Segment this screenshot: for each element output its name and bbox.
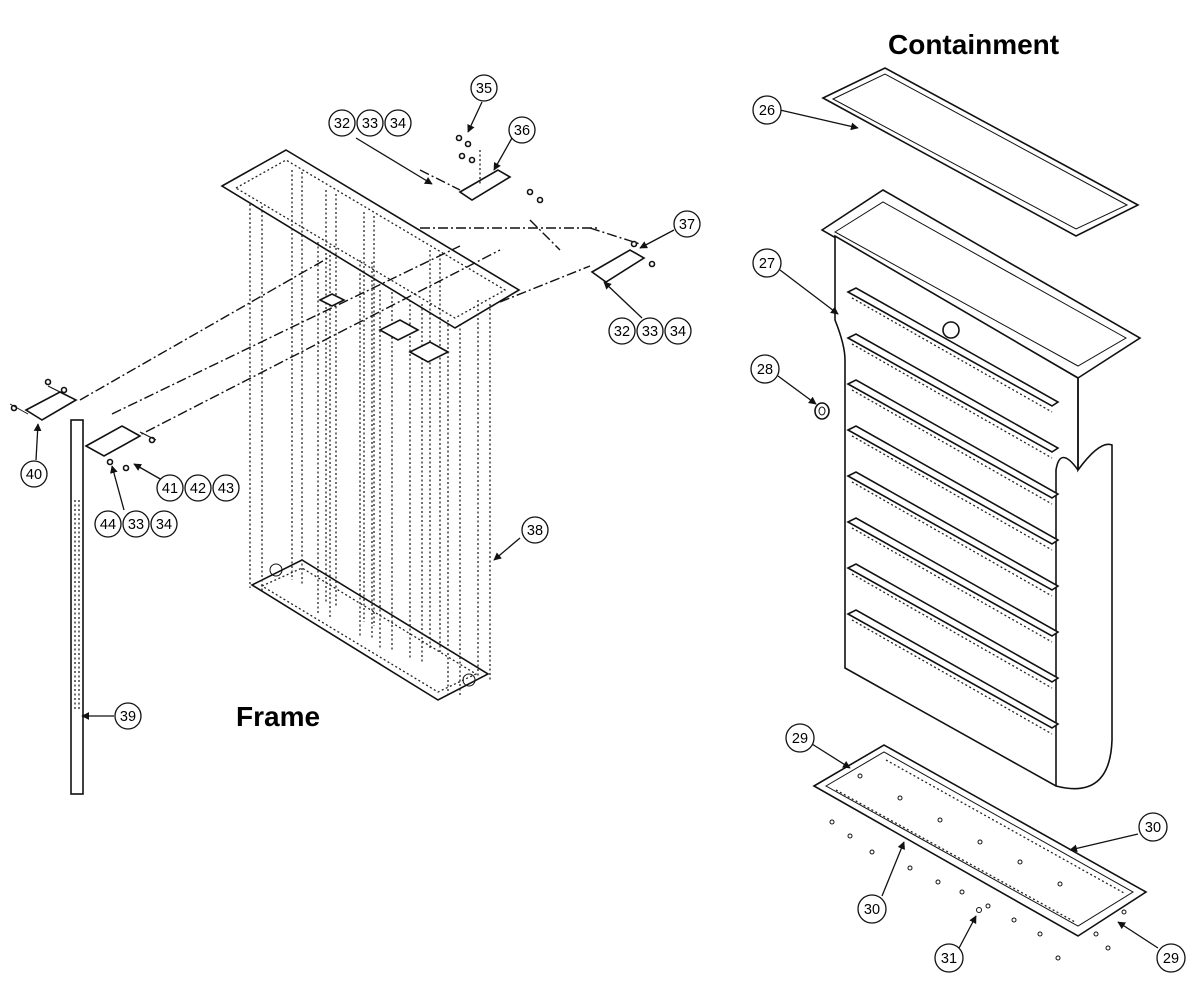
callout-29-top: 29 <box>785 723 815 753</box>
svg-text:37: 37 <box>679 217 695 233</box>
svg-text:29: 29 <box>1163 951 1179 967</box>
frame-posts <box>249 170 491 696</box>
callout-34-right: 34 <box>664 317 692 345</box>
svg-text:43: 43 <box>218 481 234 497</box>
frame-assembly <box>220 149 521 701</box>
svg-text:32: 32 <box>334 116 350 132</box>
svg-text:31: 31 <box>941 951 957 967</box>
callout-39: 39 <box>114 702 142 730</box>
callout-40: 40 <box>20 460 48 488</box>
callout-37: 37 <box>673 210 701 238</box>
svg-text:34: 34 <box>156 517 172 533</box>
slotted-rail-part-39 <box>70 419 84 795</box>
callout-30-left: 30 <box>857 894 887 924</box>
containment-title: Containment <box>888 29 1060 60</box>
svg-text:28: 28 <box>757 362 773 378</box>
svg-text:30: 30 <box>1145 820 1161 836</box>
left-mounting-brackets-part-40-41 <box>9 378 157 472</box>
svg-text:27: 27 <box>759 256 775 272</box>
top-gasket-part-26 <box>821 67 1140 237</box>
fasteners-part-35 <box>455 134 544 204</box>
housing-ribs <box>846 287 1060 735</box>
svg-text:34: 34 <box>670 324 686 340</box>
svg-text:42: 42 <box>190 481 206 497</box>
callout-43: 43 <box>212 474 240 502</box>
callout-31: 31 <box>934 943 964 973</box>
svg-text:33: 33 <box>128 517 144 533</box>
callout-26: 26 <box>752 95 782 125</box>
svg-text:29: 29 <box>792 731 808 747</box>
svg-text:40: 40 <box>26 467 42 483</box>
grommet-part-28 <box>814 402 830 420</box>
svg-text:35: 35 <box>476 81 492 97</box>
bracket-part-36 <box>458 150 512 201</box>
callout-27: 27 <box>752 248 782 278</box>
svg-text:36: 36 <box>514 123 530 139</box>
callout-38: 38 <box>521 516 549 544</box>
callout-41: 41 <box>156 474 184 502</box>
callout-34-left: 34 <box>150 510 178 538</box>
svg-text:32: 32 <box>614 324 630 340</box>
svg-text:39: 39 <box>120 709 136 725</box>
callout-32-right: 32 <box>608 317 636 345</box>
svg-text:44: 44 <box>100 517 116 533</box>
callout-33-left: 33 <box>122 510 150 538</box>
frame-title: Frame <box>236 701 321 732</box>
callout-44: 44 <box>94 510 122 538</box>
bracket-part-37 <box>590 240 656 283</box>
containment-housing-part-27 <box>820 189 1142 790</box>
callout-34-top: 34 <box>384 109 412 137</box>
svg-text:34: 34 <box>390 116 406 132</box>
tray-bolts-part-31 <box>829 773 1127 961</box>
callout-32-top: 32 <box>328 109 356 137</box>
callout-33-top: 33 <box>356 109 384 137</box>
callout-33-right: 33 <box>636 317 664 345</box>
svg-text:33: 33 <box>642 324 658 340</box>
svg-text:38: 38 <box>527 523 543 539</box>
svg-text:33: 33 <box>362 116 378 132</box>
callout-30-right: 30 <box>1138 812 1168 842</box>
callout-28: 28 <box>750 354 780 384</box>
svg-text:41: 41 <box>162 481 178 497</box>
callout-42: 42 <box>184 474 212 502</box>
callout-29-bottom: 29 <box>1156 943 1186 973</box>
callout-36: 36 <box>508 116 536 144</box>
svg-text:30: 30 <box>864 902 880 918</box>
svg-text:26: 26 <box>759 103 775 119</box>
callout-35: 35 <box>470 74 498 102</box>
assembly-center-lines <box>79 169 641 441</box>
leader-lines <box>33 101 1159 951</box>
